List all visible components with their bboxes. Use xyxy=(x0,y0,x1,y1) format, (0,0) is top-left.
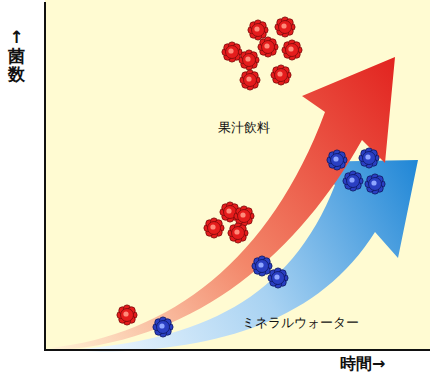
bacterium xyxy=(204,218,224,238)
bacterium xyxy=(271,65,291,85)
bacterium xyxy=(252,256,272,276)
bacterium xyxy=(228,223,248,243)
bacterium xyxy=(239,50,259,70)
bacterium xyxy=(117,305,137,325)
x-axis xyxy=(44,349,430,351)
bacterium xyxy=(282,40,302,60)
bacterium xyxy=(275,17,295,37)
bacterium xyxy=(268,268,288,288)
bacterium xyxy=(258,37,278,57)
plot-ground xyxy=(45,0,430,350)
bacterium xyxy=(248,20,268,40)
bacterium xyxy=(365,174,385,194)
bacterium xyxy=(359,148,379,168)
x-axis-label: 時間→ xyxy=(340,354,385,375)
series-label: ミネラルウォーター xyxy=(242,314,359,332)
y-axis-label: ↑菌数 xyxy=(8,28,25,84)
y-axis xyxy=(44,2,46,351)
juice-arrow xyxy=(50,57,395,350)
bacteria-group xyxy=(117,17,385,337)
bacterium xyxy=(327,150,347,170)
bacterium xyxy=(343,171,363,191)
bacterium xyxy=(240,70,260,90)
series-label: 果汁飲料 xyxy=(218,119,270,137)
bacterium xyxy=(153,317,173,337)
